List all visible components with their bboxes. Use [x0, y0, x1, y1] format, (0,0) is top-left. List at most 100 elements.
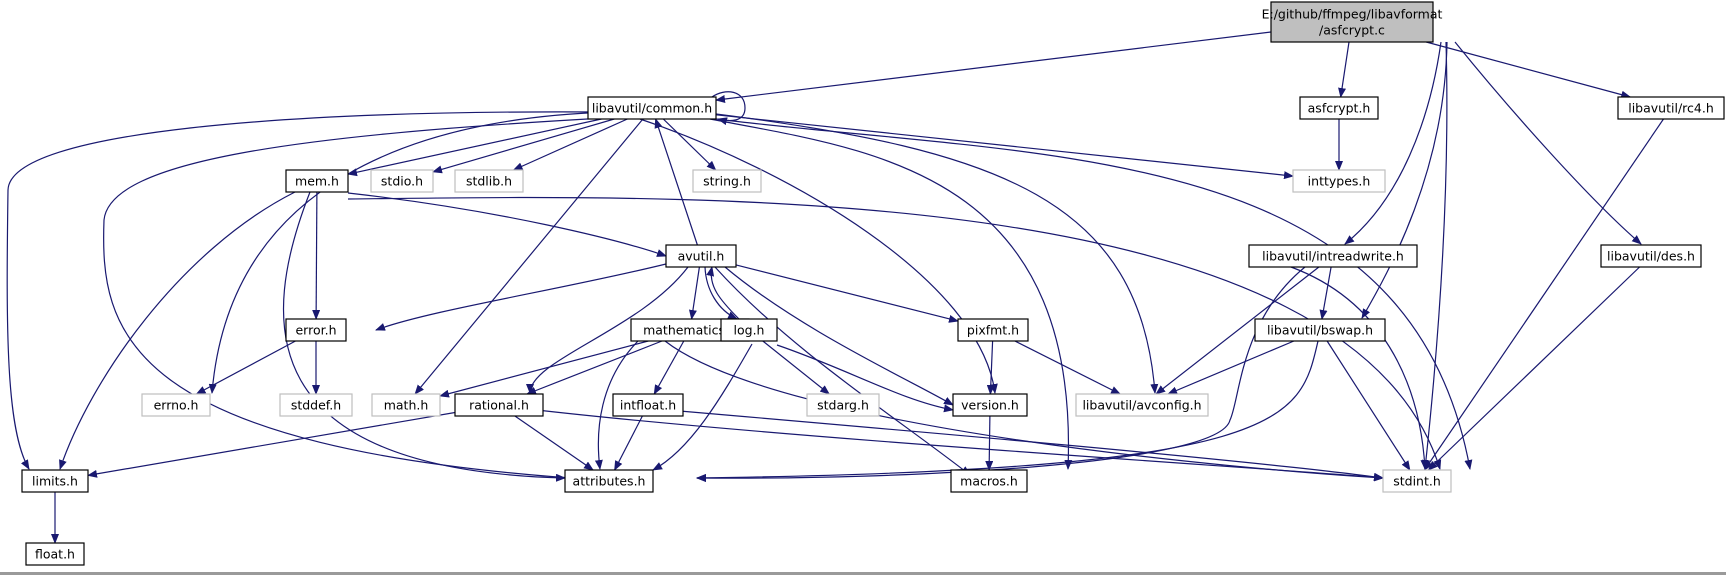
edge-log-to-stdarg	[762, 340, 830, 395]
node-bswap[interactable]: libavutil/bswap.h	[1254, 318, 1386, 342]
node-box[interactable]	[1382, 469, 1452, 493]
node-intfloat[interactable]: intfloat.h	[612, 393, 684, 417]
node-avutil[interactable]: avutil.h	[665, 244, 737, 268]
node-asfcrypt-c[interactable]: E:/github/ffmpeg/libavformat/asfcrypt.c	[1262, 1, 1443, 43]
node-label: stdarg.h	[817, 398, 869, 413]
node-box[interactable]	[454, 169, 524, 193]
node-stdarg[interactable]: stdarg.h	[806, 393, 880, 417]
node-mathematics[interactable]: mathematics.h	[630, 318, 750, 342]
edge-rc4-to-stdint	[1423, 118, 1664, 471]
node-math[interactable]: math.h	[371, 393, 441, 417]
edge-avutil-to-version	[724, 266, 954, 406]
node-label: pixfmt.h	[967, 323, 1019, 338]
node-label: limits.h	[32, 474, 78, 489]
edge-log-to-avutil	[706, 266, 740, 320]
node-label: mathematics.h	[643, 323, 737, 338]
node-label: libavutil/intreadwrite.h	[1262, 249, 1404, 264]
node-version[interactable]: version.h	[952, 393, 1028, 417]
node-errno[interactable]: errno.h	[141, 393, 211, 417]
node-common[interactable]: libavutil/common.h	[587, 96, 717, 120]
node-label: stdio.h	[381, 174, 423, 189]
edge-avutil-to-log	[704, 266, 738, 320]
node-box[interactable]	[950, 469, 1028, 493]
node-box[interactable]	[564, 469, 654, 493]
node-box[interactable]	[1075, 393, 1209, 417]
edge-asfcrypt_c-to-common	[715, 31, 1272, 103]
edge-bswap-to-stdint	[1326, 340, 1411, 471]
node-rational[interactable]: rational.h	[454, 393, 544, 417]
node-label: inttypes.h	[1308, 174, 1371, 189]
node-box[interactable]	[587, 96, 717, 120]
edge-avutil-to-error	[375, 263, 667, 331]
node-stdlib[interactable]: stdlib.h	[454, 169, 524, 193]
node-box[interactable]	[665, 244, 737, 268]
node-box[interactable]	[370, 169, 434, 193]
node-box[interactable]	[1270, 1, 1434, 43]
node-box[interactable]	[1248, 244, 1418, 268]
node-box[interactable]	[285, 318, 347, 342]
node-label: stdlib.h	[466, 174, 512, 189]
edge-asfcrypt_c-to-rc4	[1426, 41, 1632, 99]
node-des[interactable]: libavutil/des.h	[1600, 244, 1702, 268]
node-intreadwrite[interactable]: libavutil/intreadwrite.h	[1248, 244, 1418, 268]
node-log[interactable]: log.h	[720, 318, 778, 342]
edge-mathematics-to-attributes	[594, 340, 639, 470]
node-box[interactable]	[21, 469, 89, 493]
node-box[interactable]	[957, 318, 1029, 342]
node-box[interactable]	[141, 393, 211, 417]
node-mem[interactable]: mem.h	[285, 169, 349, 193]
node-float[interactable]: float.h	[25, 542, 85, 566]
node-label: attributes.h	[573, 474, 646, 489]
node-limits[interactable]: limits.h	[21, 469, 89, 493]
node-label: avutil.h	[678, 249, 725, 264]
node-stdint[interactable]: stdint.h	[1382, 469, 1452, 493]
node-box[interactable]	[1254, 318, 1386, 342]
node-asfcrypt-h[interactable]: asfcrypt.h	[1299, 96, 1379, 120]
edge-common-to-attributes	[103, 117, 606, 484]
node-stddef[interactable]: stddef.h	[279, 393, 353, 417]
node-box[interactable]	[454, 393, 544, 417]
node-pixfmt[interactable]: pixfmt.h	[957, 318, 1029, 342]
edge-common-to-stdint	[715, 118, 1473, 470]
node-box[interactable]	[371, 393, 441, 417]
node-error[interactable]: error.h	[285, 318, 347, 342]
node-box[interactable]	[1292, 169, 1386, 193]
node-box[interactable]	[952, 393, 1028, 417]
node-box[interactable]	[279, 393, 353, 417]
node-box[interactable]	[612, 393, 684, 417]
node-box[interactable]	[692, 169, 762, 193]
edge-common-to-string	[662, 118, 717, 171]
node-box[interactable]	[1600, 244, 1702, 268]
node-box[interactable]	[285, 169, 349, 193]
node-stdio[interactable]: stdio.h	[370, 169, 434, 193]
edge-rational-to-attributes	[514, 415, 594, 471]
node-rc4[interactable]: libavutil/rc4.h	[1617, 96, 1725, 120]
edge-bswap-to-avconfig	[1167, 340, 1295, 395]
node-macros[interactable]: macros.h	[950, 469, 1028, 493]
edge-common-to-stdlib	[512, 118, 628, 171]
node-label: libavutil/common.h	[592, 101, 712, 116]
node-label: float.h	[35, 547, 75, 562]
node-box[interactable]	[720, 318, 778, 342]
edge-common-to-version	[639, 118, 998, 394]
node-label: rational.h	[469, 398, 529, 413]
node-box[interactable]	[1299, 96, 1379, 120]
node-attributes[interactable]: attributes.h	[564, 469, 654, 493]
node-label: libavutil/rc4.h	[1628, 101, 1714, 116]
edge-intreadwrite-to-stdint	[1290, 266, 1429, 470]
edge-pixfmt-to-avconfig	[1014, 340, 1121, 395]
edge-common-to-stdio	[432, 118, 615, 174]
edge-asfcrypt_c-to-bswap	[1361, 41, 1448, 319]
window-bottom-border	[0, 572, 1726, 575]
node-box[interactable]	[25, 542, 85, 566]
edge-avutil-to-rational	[526, 266, 689, 394]
nodes-layer: E:/github/ffmpeg/libavformat/asfcrypt.c l…	[21, 1, 1725, 566]
node-string[interactable]: string.h	[692, 169, 762, 193]
node-box[interactable]	[806, 393, 880, 417]
edge-intreadwrite-to-avconfig	[1155, 266, 1320, 395]
node-avconfig[interactable]: libavutil/avconfig.h	[1075, 393, 1209, 417]
edge-rational-to-stdint	[536, 409, 1384, 482]
node-box[interactable]	[1617, 96, 1725, 120]
node-inttypes[interactable]: inttypes.h	[1292, 169, 1386, 193]
edge-common-to-mem	[347, 118, 602, 177]
